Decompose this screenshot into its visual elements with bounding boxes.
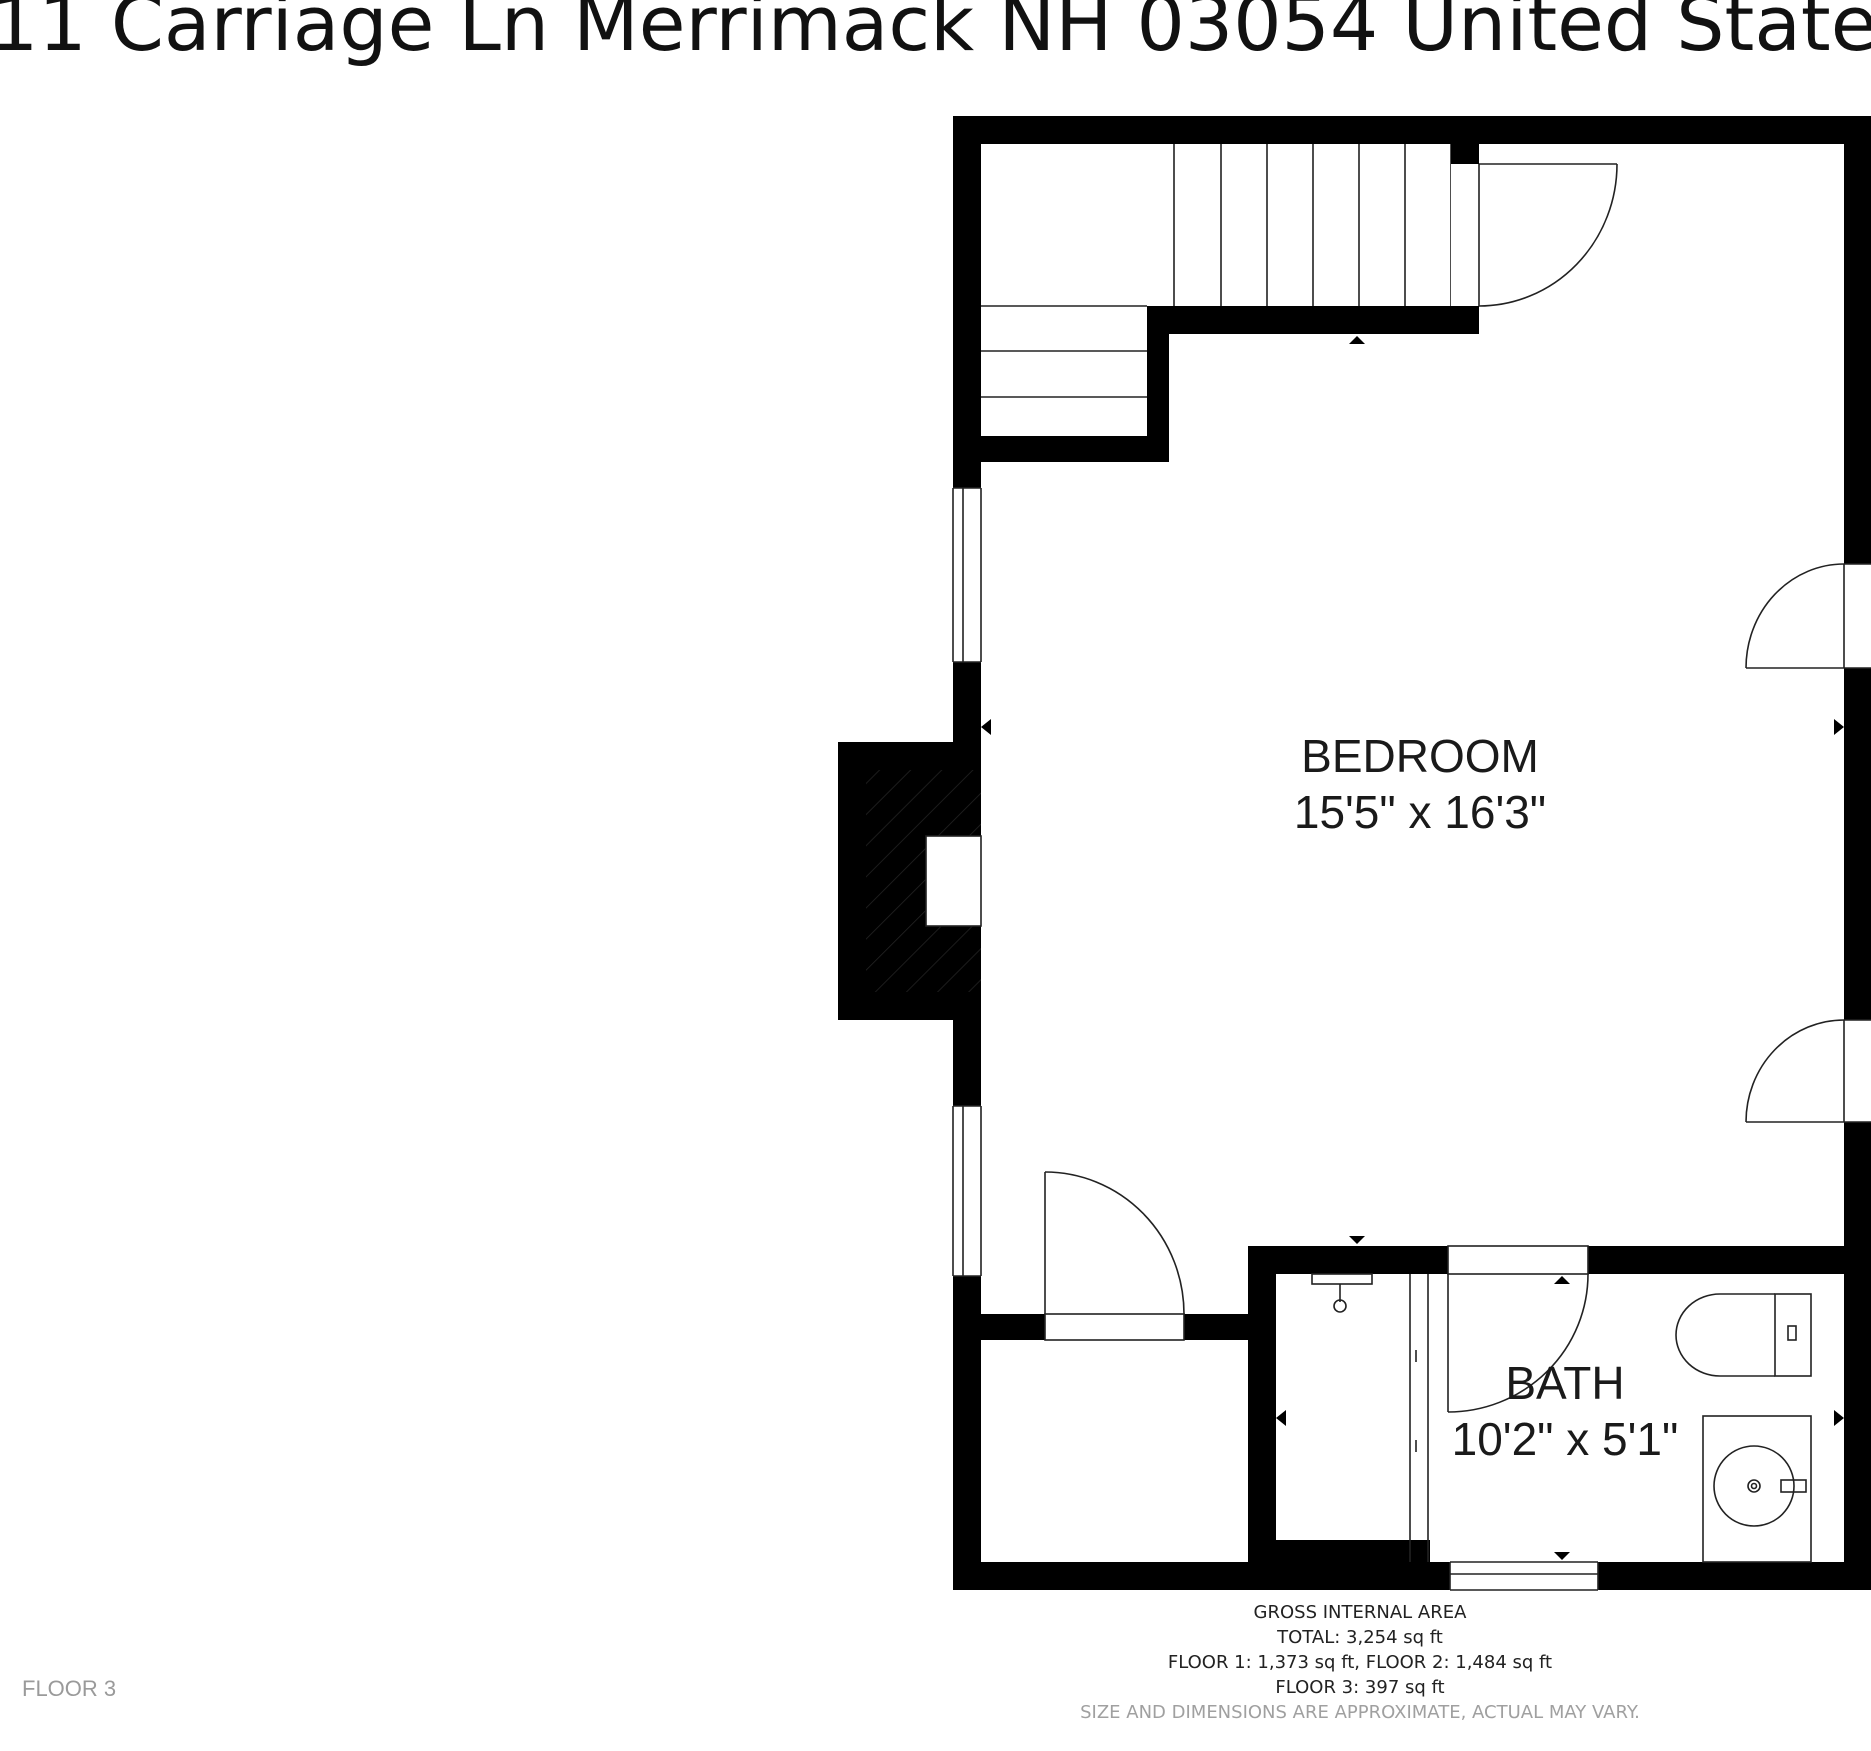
- area-heading: GROSS INTERNAL AREA: [1253, 1602, 1467, 1623]
- bath-name: BATH: [1505, 1357, 1625, 1409]
- top-wall: [953, 116, 1871, 144]
- door-closet-right-upper: [1745, 563, 1871, 669]
- closet-top-wall-left: [981, 1314, 1045, 1340]
- left-wall-lower: [953, 1276, 981, 1590]
- exterior-walls: [953, 116, 1871, 1590]
- address-title: 11 Carriage Ln Merrimack NH 03054 United…: [0, 0, 1871, 68]
- bath-dimensions: 10'2" x 5'1": [1451, 1413, 1679, 1466]
- stair-walls: [981, 144, 1479, 462]
- bedroom-name: BEDROOM: [1301, 730, 1539, 782]
- bath-top-wall-right: [1588, 1246, 1871, 1274]
- window-left-upper: [952, 487, 982, 663]
- closet-top-wall-right: [1184, 1314, 1252, 1340]
- window-bath-bottom: [1449, 1561, 1599, 1591]
- right-wall-mid: [1844, 668, 1871, 1020]
- left-wall-upper: [953, 116, 981, 488]
- area-disclaimer: SIZE AND DIMENSIONS ARE APPROXIMATE, ACT…: [1080, 1702, 1640, 1723]
- bottom-wall-mid: [1248, 1540, 1430, 1590]
- fireplace: [838, 742, 982, 1020]
- bath-top-wall-left: [1248, 1246, 1448, 1274]
- staircase: [981, 144, 1452, 398]
- closet-bath-divider: [1248, 1246, 1276, 1590]
- area-floor-3: FLOOR 3: 397 sq ft: [1275, 1677, 1445, 1698]
- right-wall-upper: [1844, 116, 1871, 564]
- gross-internal-area: GROSS INTERNAL AREA TOTAL: 3,254 sq ft F…: [1020, 1600, 1700, 1725]
- door-closet-bottom: [1044, 1171, 1185, 1341]
- left-wall-mid2: [953, 1018, 981, 1106]
- window-left-lower: [952, 1105, 982, 1277]
- area-total: TOTAL: 3,254 sq ft: [1277, 1627, 1443, 1648]
- bottom-wall-right: [1598, 1562, 1871, 1590]
- toilet: [1675, 1293, 1812, 1377]
- bedroom-label: BEDROOM 15'5" x 16'3": [1220, 728, 1620, 840]
- left-wall-mid: [953, 662, 981, 744]
- bedroom-dimensions: 15'5" x 16'3": [1293, 786, 1547, 839]
- interior-walls: [981, 1246, 1871, 1590]
- door-bath: [1447, 1245, 1589, 1413]
- floor-label: FLOOR 3: [22, 1676, 117, 1701]
- door-stairs: [1451, 163, 1618, 307]
- sink: [1702, 1415, 1812, 1563]
- shower: [1311, 1273, 1429, 1562]
- door-closet-right-lower: [1745, 1019, 1871, 1123]
- dimension-markers: [981, 336, 1844, 1560]
- fireplace-firebox: [925, 835, 982, 927]
- area-floors-1-2: FLOOR 1: 1,373 sq ft, FLOOR 2: 1,484 sq …: [1167, 1652, 1553, 1673]
- bath-label: BATH 10'2" x 5'1": [1380, 1355, 1750, 1467]
- right-wall-lower: [1844, 1122, 1871, 1590]
